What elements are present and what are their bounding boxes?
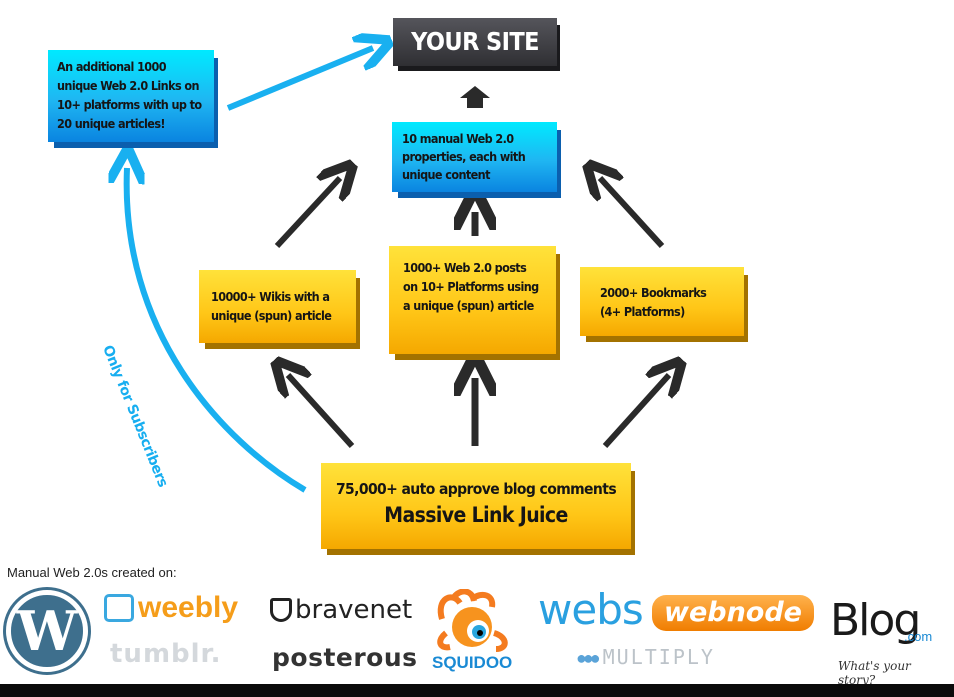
wordpress-logo-text: W [16,599,78,663]
platform-logos: W weebly tumblr. bravenet posterous SQUI… [0,585,954,687]
multiply-logo: ●●●MULTIPLY [576,645,715,669]
wikis-label: 10000+ Wikis with a unique (spun) articl… [211,289,332,323]
wikis-box: 10000+ Wikis with a unique (spun) articl… [199,270,356,343]
arrow-comments-to-links [127,168,307,493]
weebly-icon [104,594,134,622]
arrow-wikis-to-manual [274,178,340,249]
webs-logo: webs [538,585,644,634]
multiply-people-icon: ●●● [576,648,601,668]
your-site-label: YOUR SITE [411,27,539,56]
bookmarks-box: 2000+ Bookmarks (4+ Platforms) [580,267,744,336]
manual-properties-box: 10 manual Web 2.0 properties, each with … [392,122,557,192]
bravenet-logo: bravenet [270,595,412,625]
bookmarks-label: 2000+ Bookmarks (4+ Platforms) [600,285,707,319]
bravenet-logo-text: bravenet [295,595,413,625]
squidoo-logo: SQUIDOO [432,588,522,679]
tumblr-logo: tumblr. [110,639,222,669]
squidoo-mascot-icon [437,588,508,652]
platforms-caption: Manual Web 2.0s created on: [7,565,177,580]
arrow-manual-to-site [460,86,490,108]
footer-bar [0,684,954,697]
blog-com-logo: Blog .com What's your story? [830,585,950,687]
manual-properties-label: 10 manual Web 2.0 properties, each with … [402,131,526,182]
web20-links-label: An additional 1000 unique Web 2.0 Links … [57,59,202,131]
multiply-logo-text: MULTIPLY [602,645,715,669]
blog-tagline: What's your story? [838,659,911,687]
your-site-box: YOUR SITE [393,18,557,66]
posterous-logo: posterous [272,643,418,672]
blog-com-suffix: .com [904,629,933,644]
wordpress-logo: W [6,590,88,672]
webnode-logo: webnode [652,595,814,631]
web20-links-box: An additional 1000 unique Web 2.0 Links … [48,50,214,142]
blog-logo-text: Blog [830,595,921,646]
arrow-bookmarks-to-manual [600,178,665,249]
web20-posts-box: 1000+ Web 2.0 posts on 10+ Platforms usi… [389,246,556,354]
arrow-comments-to-wikis [288,375,355,449]
weebly-logo: weebly [104,591,238,625]
blog-comments-line2: Massive Link Juice [384,503,568,527]
blog-comments-box: 75,000+ auto approve blog comments Massi… [321,463,631,549]
arrow-comments-to-bookmarks [602,375,669,449]
weebly-logo-text: weebly [138,591,239,624]
webnode-logo-text: webnode [664,597,802,628]
bravenet-shield-icon [270,598,292,622]
squidoo-logo-text: SQUIDOO [432,653,513,672]
blog-comments-line1: 75,000+ auto approve blog comments [335,480,617,498]
arrow-links-to-site [226,48,373,111]
web20-posts-label: 1000+ Web 2.0 posts on 10+ Platforms usi… [403,260,539,313]
